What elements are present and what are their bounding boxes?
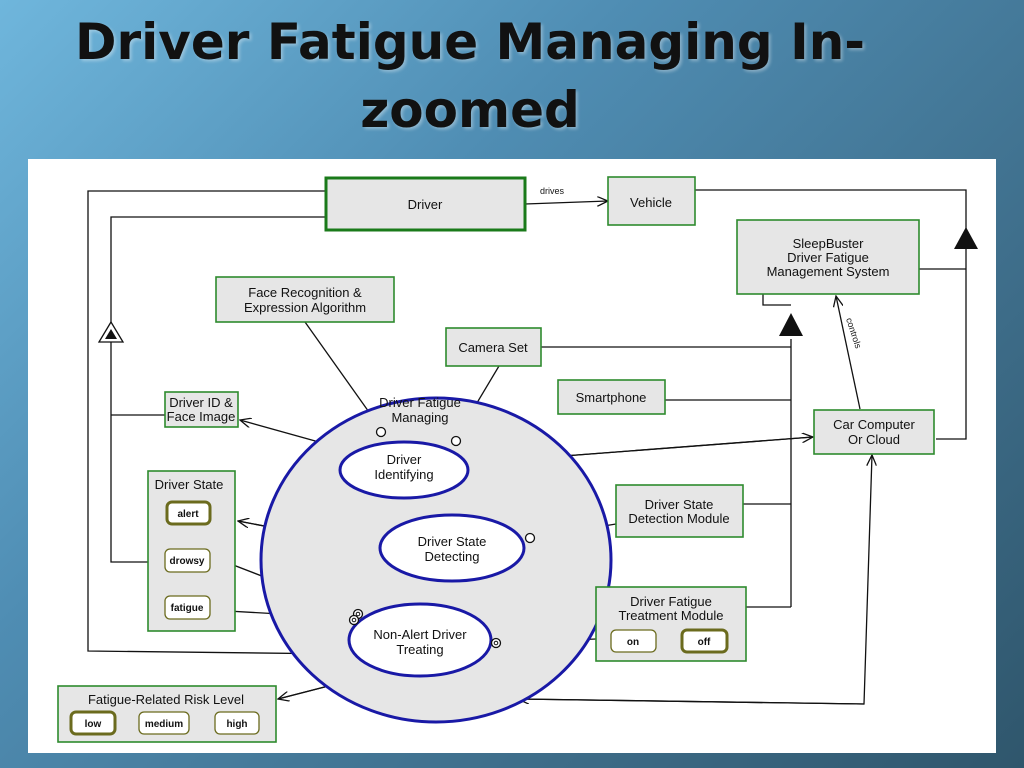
object-driver-state[interactable]: Driver State alert drowsy fatigue [147,470,236,632]
detection-module-instrument-end [524,532,536,544]
process-identifying-label-2: Identifying [374,467,433,482]
state-fatigue-label: fatigue [171,603,204,614]
state-off-label: off [698,637,711,648]
camera-set-instrument-end [450,435,462,447]
drives-link [524,201,608,204]
slide-title-line1: Driver Fatigue Managing In- [74,13,866,71]
object-vehicle[interactable]: Vehicle [607,176,696,226]
state-fatigue[interactable]: fatigue [164,595,211,620]
object-driver[interactable]: Driver [324,176,527,232]
object-camera-set[interactable]: Camera Set [445,327,542,367]
process-detecting-label-1: Driver State [418,534,487,549]
treatment-module-condition-end [490,637,502,649]
object-smartphone[interactable]: Smartphone [557,379,666,415]
object-sleepbuster-label-3: Management System [767,264,890,279]
process-managing-label-2: Managing [391,410,448,425]
object-sleepbuster-label-2: Driver Fatigue [787,250,869,265]
drives-label: drives [540,186,565,196]
process-detecting-label-2: Detecting [425,549,480,564]
object-car-computer-label-2: Or Cloud [848,432,900,447]
object-face-algorithm-label-2: Expression Algorithm [244,300,366,315]
object-driver-id-face-image[interactable]: Driver ID & Face Image [164,391,239,428]
object-sleepbuster-system[interactable]: SleepBuster Driver Fatigue Management Sy… [736,219,920,295]
state-low[interactable]: low [69,710,117,736]
object-driver-id-label-2: Face Image [167,409,236,424]
exhibition-triangle [97,320,125,343]
object-detection-module[interactable]: Driver State Detection Module [615,484,744,538]
object-driver-label: Driver [408,197,443,212]
state-drowsy-label: drowsy [169,556,204,567]
diagram-canvas: Driver Fatigue Managing Driver Identifyi… [28,159,996,753]
driver-treating-agent-link [87,190,347,655]
process-driver-identifying[interactable]: Driver Identifying [338,440,470,500]
state-high-label: high [226,719,247,730]
aggregation-triangle-sleepbuster [779,313,803,336]
object-vehicle-label: Vehicle [630,195,672,210]
object-risk-level[interactable]: Fatigue-Related Risk Level low medium hi… [57,685,277,743]
process-identifying-label-1: Driver [387,452,422,467]
object-detection-module-label-2: Detection Module [628,511,729,526]
process-treating-label-1: Non-Alert Driver [373,627,467,642]
object-sleepbuster-label-1: SleepBuster [793,236,864,251]
aggregation-triangle-vehicle [954,227,978,249]
object-driver-state-label: Driver State [155,477,224,492]
object-treatment-module-label-2: Treatment Module [618,608,723,623]
state-low-label: low [85,719,102,730]
object-detection-module-label-1: Driver State [645,497,714,512]
state-alert-label: alert [177,509,199,520]
face-algorithm-instrument-end [375,426,387,438]
object-car-computer-label-1: Car Computer [833,417,915,432]
controls-link [836,296,861,410]
slide-title-line2: zoomed [360,81,580,139]
object-risk-level-label: Fatigue-Related Risk Level [88,692,244,707]
opm-diagram: Driver Fatigue Managing Driver Identifyi… [57,176,978,743]
object-smartphone-label: Smartphone [576,390,647,405]
process-managing-label-1: Driver Fatigue [379,395,461,410]
process-non-alert-driver-treating[interactable]: Non-Alert Driver Treating [347,602,493,678]
state-alert[interactable]: alert [165,500,212,526]
process-driver-state-detecting[interactable]: Driver State Detecting [378,513,526,583]
state-off[interactable]: off [680,628,729,654]
state-medium-label: medium [145,719,183,730]
object-face-recognition-algorithm[interactable]: Face Recognition & Expression Algorithm [215,276,395,323]
state-on-label: on [627,637,639,648]
object-face-algorithm-label-1: Face Recognition & [248,285,362,300]
object-car-computer[interactable]: Car Computer Or Cloud [813,409,935,455]
state-on[interactable]: on [610,629,657,653]
fatigue-condition-end [348,614,360,626]
state-drowsy[interactable]: drowsy [164,548,211,573]
managing-car-computer-link-b [518,699,865,705]
object-camera-set-label: Camera Set [458,340,528,355]
state-high[interactable]: high [214,711,260,735]
object-treatment-module-label-1: Driver Fatigue [630,594,712,609]
driver-exhibition-link [110,216,326,563]
slide-title: Driver Fatigue Managing In- zoomed [20,8,920,144]
vehicle-aggregation-link [695,189,967,440]
object-treatment-module[interactable]: Driver Fatigue Treatment Module on off [595,586,747,662]
process-treating-label-2: Treating [396,642,443,657]
object-driver-id-label-1: Driver ID & [169,395,233,410]
state-medium[interactable]: medium [138,711,190,735]
sleepbuster-parts-link [762,294,791,306]
